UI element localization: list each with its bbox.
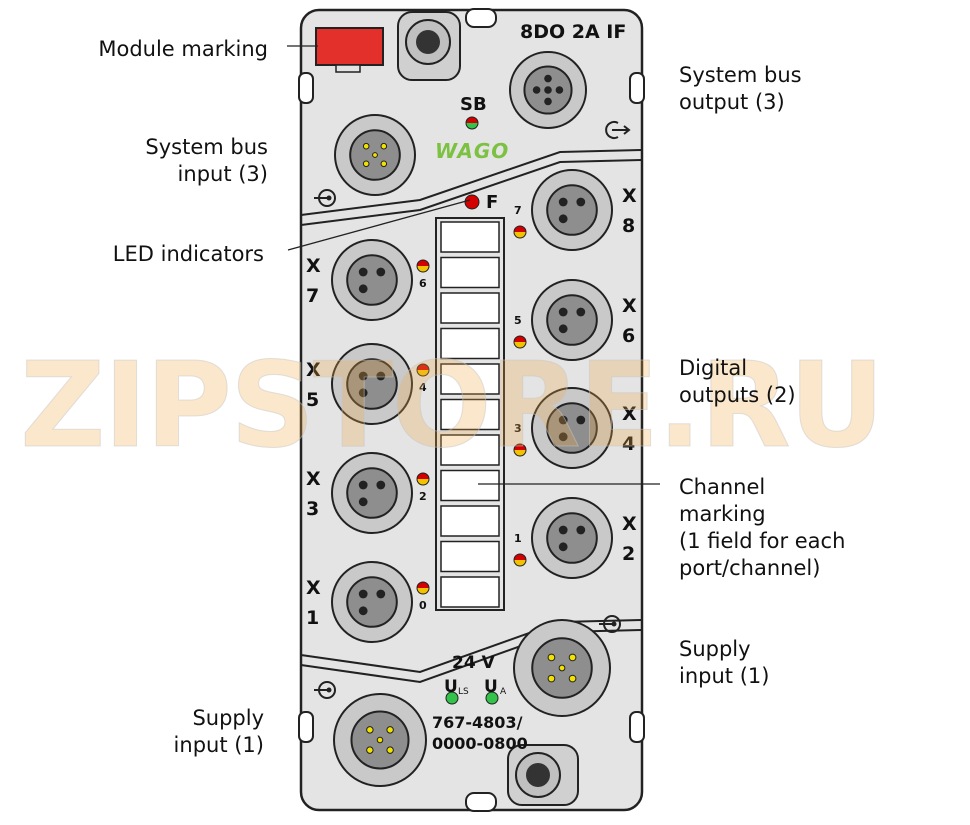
connector-x7 xyxy=(331,239,413,321)
port-letter-left: X xyxy=(306,359,321,381)
port-letter-right: X xyxy=(622,185,637,207)
port-letter-left: X xyxy=(306,468,321,490)
callout-system-bus-output: System bus output (3) xyxy=(679,63,802,114)
channel-led xyxy=(416,581,430,595)
connector-x1 xyxy=(331,561,413,643)
channel-marking-field xyxy=(440,434,500,466)
part-number-line1: 767-4803/ xyxy=(432,713,523,732)
fault-label: F xyxy=(486,192,498,213)
channel-marking-field xyxy=(440,221,500,253)
channel-led xyxy=(513,225,527,239)
connector-x2 xyxy=(531,497,613,579)
module-name: 8DO 2A IF xyxy=(520,21,626,43)
port-letter-right: X xyxy=(622,513,637,535)
uls-subscript: LS xyxy=(458,687,469,697)
callout-system-bus-input: System bus input (3) xyxy=(145,135,268,186)
system-bus-input-connector xyxy=(334,114,416,196)
connector-x8 xyxy=(531,169,613,251)
led-channel-number: 4 xyxy=(419,381,427,394)
callout-supply-input-left: Supply input (1) xyxy=(173,706,264,757)
channel-marking-field xyxy=(440,363,500,395)
port-number-left: 3 xyxy=(306,498,319,520)
led-channel-number: 3 xyxy=(514,422,522,435)
mounting-slots xyxy=(298,8,645,812)
led-channel-number: 6 xyxy=(419,277,427,290)
supply-input-connector-left xyxy=(333,693,427,787)
channel-marking-field xyxy=(440,505,500,537)
uls-led xyxy=(445,691,459,705)
led-channel-number: 7 xyxy=(514,204,522,217)
connector-x5 xyxy=(331,343,413,425)
channel-marking-field xyxy=(440,292,500,324)
ua-led xyxy=(485,691,499,705)
led-channel-number: 0 xyxy=(419,599,427,612)
port-number-right: 4 xyxy=(622,433,635,455)
port-number-left: 5 xyxy=(306,389,319,411)
bottom-screw xyxy=(507,744,579,806)
channel-marking-strip xyxy=(435,217,505,611)
top-screw xyxy=(397,11,461,81)
connector-x6 xyxy=(531,279,613,361)
ua-subscript: A xyxy=(500,687,507,697)
port-number-right: 2 xyxy=(622,543,635,565)
callout-led-indicators: LED indicators xyxy=(112,242,264,266)
port-number-left: 7 xyxy=(306,285,319,307)
supply-input-connector-right xyxy=(513,619,611,717)
channel-marking-field xyxy=(440,469,500,502)
direction-symbols xyxy=(314,121,631,699)
port-letter-right: X xyxy=(622,403,637,425)
channel-marking-field xyxy=(440,576,500,608)
channel-led xyxy=(416,259,430,273)
fault-led xyxy=(464,194,480,210)
voltage-label: 24 V xyxy=(452,653,496,673)
callout-module-marking: Module marking xyxy=(98,37,268,61)
port-letter-left: X xyxy=(306,255,321,277)
sb-led xyxy=(465,116,479,130)
part-number-line2: 0000-0800 xyxy=(432,734,528,753)
leader-lines xyxy=(287,45,660,485)
channel-led xyxy=(513,443,527,457)
channel-marking-field xyxy=(440,256,500,289)
port-letter-right: X xyxy=(622,295,637,317)
connector-x3 xyxy=(331,452,413,534)
led-indicators xyxy=(416,116,527,705)
input-direction-icon xyxy=(314,189,336,207)
channel-led xyxy=(416,363,430,377)
input-direction-icon xyxy=(314,681,336,699)
marking-tab xyxy=(335,64,361,73)
module-marking-label xyxy=(315,27,384,66)
input-direction-icon xyxy=(599,615,621,633)
callout-supply-input-right: Supply input (1) xyxy=(679,637,770,688)
led-channel-number: 2 xyxy=(419,490,427,503)
led-channel-number: 5 xyxy=(514,314,522,327)
callout-channel-marking: Channel marking (1 field for each port/c… xyxy=(679,475,846,580)
port-number-right: 8 xyxy=(622,215,635,237)
uls-label: U xyxy=(444,677,458,697)
output-direction-icon xyxy=(605,121,631,139)
section-lines xyxy=(300,149,643,684)
connector-x4 xyxy=(531,387,613,469)
port-letter-left: X xyxy=(306,577,321,599)
wago-logo: WAGO xyxy=(435,139,509,163)
callout-digital-outputs: Digital outputs (2) xyxy=(679,356,796,407)
channel-led xyxy=(513,335,527,349)
system-bus-output-connector xyxy=(509,51,587,129)
channel-marking-field xyxy=(440,398,500,431)
led-channel-number: 1 xyxy=(514,532,522,545)
channel-marking-field xyxy=(440,327,500,360)
port-number-right: 6 xyxy=(622,325,635,347)
ua-label: U xyxy=(484,677,498,697)
channel-led xyxy=(513,553,527,567)
connectors xyxy=(331,51,613,787)
port-number-left: 1 xyxy=(306,607,319,629)
channel-marking-field xyxy=(440,540,500,573)
channel-led xyxy=(416,472,430,486)
sb-label: SB xyxy=(460,94,487,115)
